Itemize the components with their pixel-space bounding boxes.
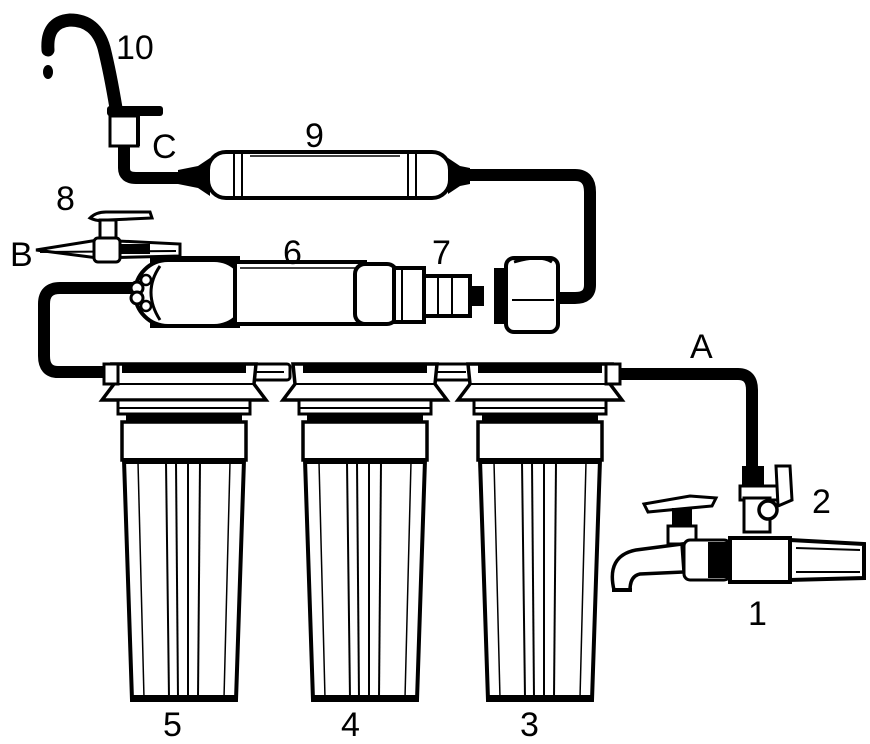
label-line-b: B [10,236,33,274]
label-post-filter-number: 9 [305,117,324,155]
label-tank-valve-number: 8 [56,180,75,218]
label-inlet-valve-number: 2 [812,483,831,521]
label-faucet-number: 10 [116,29,154,67]
label-line-a: A [690,328,713,366]
label-stage-4-number: 4 [341,706,360,744]
label-feed-connector-number: 1 [748,595,767,633]
label-stage-3-number: 3 [520,706,539,744]
label-flow-restrictor-number: 7 [432,234,451,272]
label-membrane-number: 6 [283,234,302,272]
label-stage-5-number: 5 [163,706,182,744]
label-line-c: C [152,128,177,166]
